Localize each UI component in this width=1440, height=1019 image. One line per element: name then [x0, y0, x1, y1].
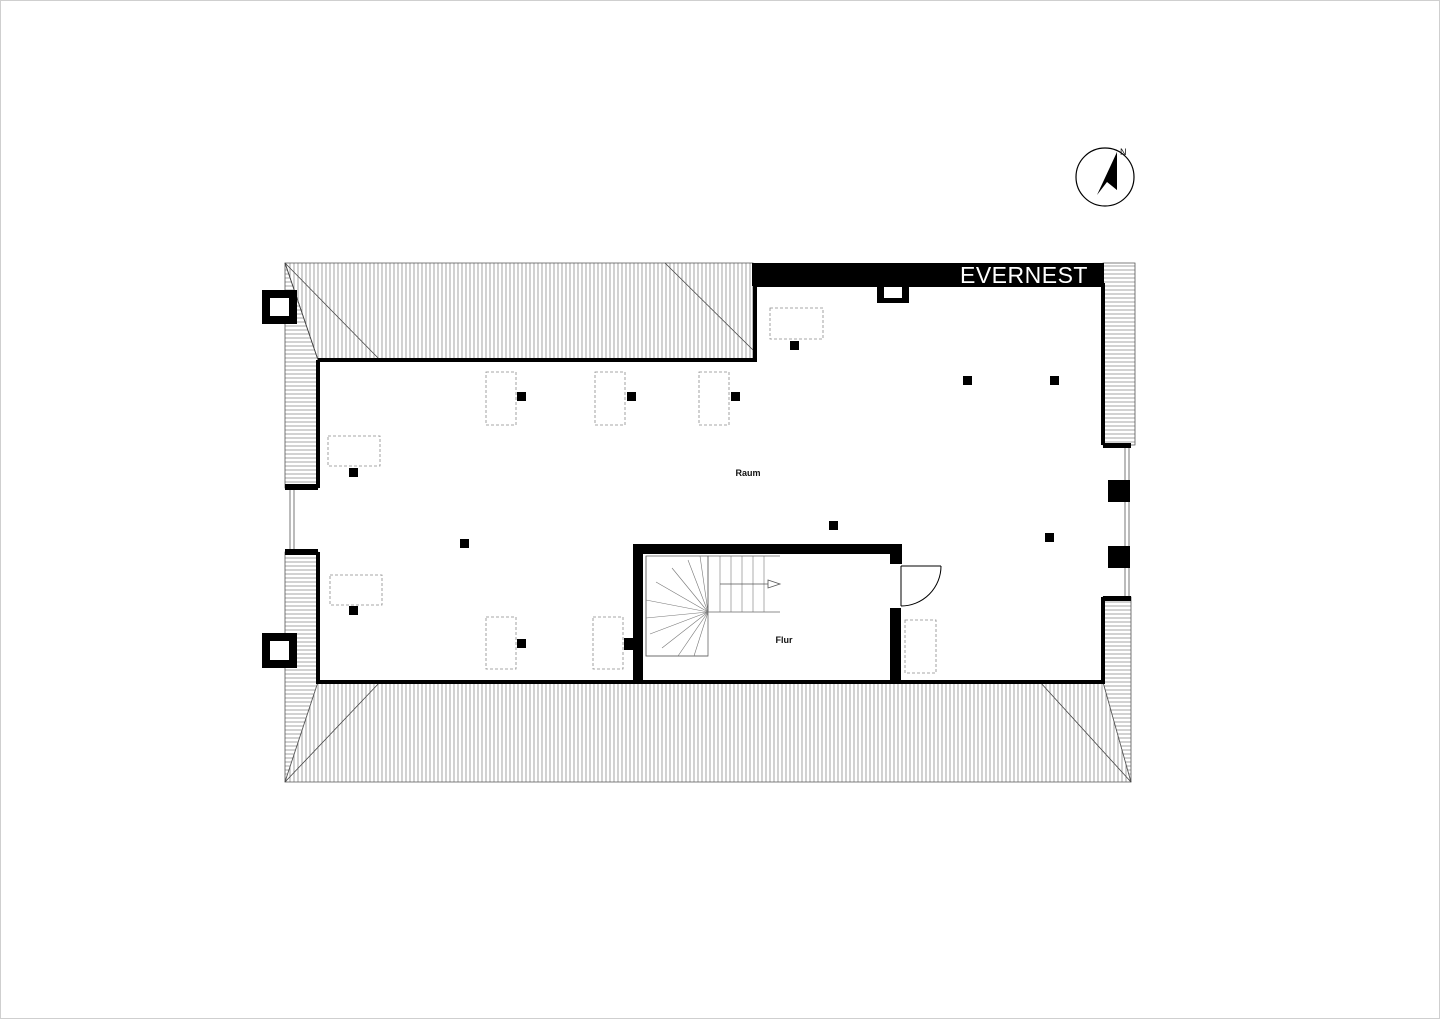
- right-dormer-window: [1103, 443, 1131, 601]
- north-arrow-icon: N: [1075, 147, 1135, 207]
- door-swing: [900, 565, 942, 607]
- interior-walls: [624, 544, 902, 682]
- chimney-top-left: [262, 290, 297, 324]
- chimney-top-wall: [877, 282, 909, 303]
- chimney-bottom-left: [262, 633, 297, 668]
- staircase: [645, 555, 782, 657]
- room-label-raum: Raum: [735, 468, 760, 478]
- support-posts: [349, 341, 1059, 648]
- exterior-walls: [316, 263, 1105, 684]
- brand-logo-text: EVERNEST: [960, 262, 1088, 288]
- room-label-flur: Flur: [776, 635, 793, 645]
- dashed-skylights: [327, 307, 937, 674]
- left-dormer-window: [285, 484, 318, 555]
- roof-hatching: [284, 262, 1136, 783]
- compass-letter: N: [1120, 147, 1127, 157]
